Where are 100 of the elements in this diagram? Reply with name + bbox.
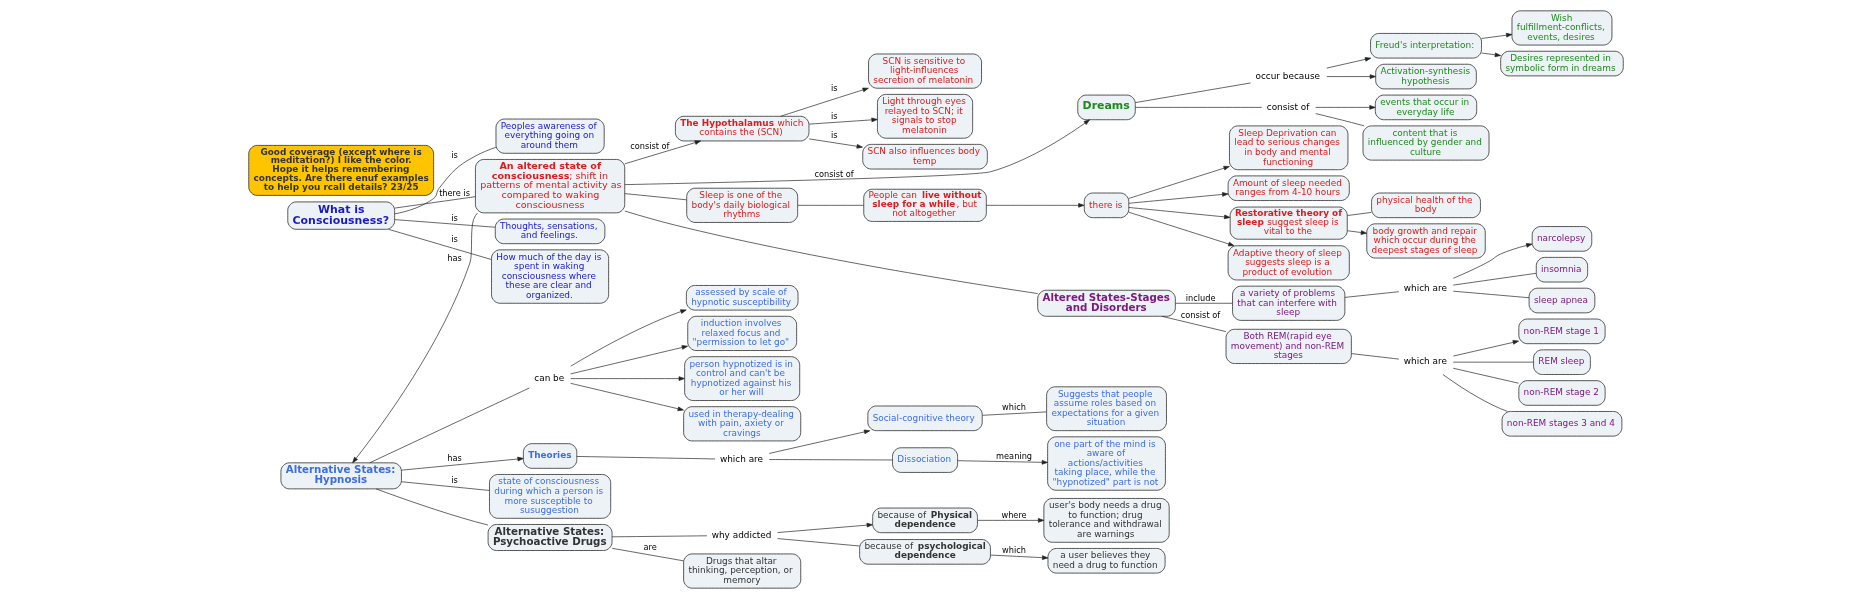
node-box: assessed by scale of hypnotic susceptibility [686, 285, 799, 311]
connector [611, 535, 708, 538]
edge-label: which [1002, 401, 1027, 412]
node-box: Both REM(rapid eye movement) and non-REM stages [1225, 328, 1352, 364]
node-box: because of psychological dependence [859, 539, 991, 565]
node-box: events that occur in everyday life [1374, 94, 1478, 121]
arrow [570, 309, 687, 367]
node-box: user's body needs a drug to function; drug tolerance and withdrawal are warnings [1043, 498, 1170, 543]
node-text: occur because [1255, 70, 1321, 81]
node-box: non-REM stage 1 [1518, 318, 1606, 345]
node-text: which are [1403, 356, 1447, 367]
node-text: which are [719, 453, 764, 464]
arrow [808, 117, 878, 125]
node-box: one part of the mind is aware of actions/activities taking place, while the "hypnotized" part is not [1047, 436, 1166, 491]
arrow [1347, 230, 1367, 235]
node-box: Peoples awareness of everything going on around them [495, 118, 605, 154]
connector [388, 229, 492, 260]
node-box: Light through eyes relayed to SCN; it signals to stop melatonin [877, 94, 973, 139]
edge-label: which [1002, 544, 1027, 555]
node-box: Amount of sleep needed ranges from 4-10 hours [1227, 175, 1350, 201]
edge-label: are [643, 541, 657, 552]
arrow [777, 522, 873, 533]
connector [401, 481, 490, 491]
arrow [780, 87, 869, 117]
connector [394, 147, 497, 215]
node-box: narcolepsy [1531, 226, 1593, 252]
arrow [990, 554, 1049, 560]
node-box: Freud's interpretation: [1370, 33, 1482, 59]
connector [1452, 361, 1534, 363]
arrow [1452, 340, 1519, 357]
edge-label: there is [439, 188, 471, 199]
node-box: sleep apnea [1528, 287, 1596, 314]
edge-label: is [831, 129, 838, 140]
edge-label: is [831, 82, 838, 93]
connector [982, 411, 1047, 416]
connector [394, 219, 496, 228]
node-box: An altered state of consciousness; shift in patterns of mental activity as compared to waking consciousness [475, 159, 626, 214]
edge-label: meaning [996, 451, 1033, 462]
node-box: person hypnotized is in control and can't be hypnotized against his or her will [684, 356, 801, 401]
connector [624, 210, 1038, 294]
node-box: non-REM stages 3 and 4 [1501, 411, 1623, 437]
edge-label: include [1185, 292, 1216, 303]
connector [1347, 212, 1372, 216]
node-box: content that is influenced by gender and culture [1362, 125, 1490, 161]
node-box: Sleep Deprivation can lead to serious changes in body and mental functioning [1229, 125, 1349, 171]
node-box: a variety of problems that can interfere with sleep [1232, 285, 1346, 321]
node-box: used in therapy-dealing with pain, axiety or cravings [683, 406, 802, 442]
node-box: Restorative theory of sleep suggest sleep is vital to the [1229, 206, 1348, 240]
connector [369, 387, 530, 464]
node-box: Alternative States: Psychoactive Drugs [487, 524, 613, 551]
edge-label: consist of [1180, 310, 1221, 321]
node-box: Desires represented in symbolic form in dreams [1500, 50, 1624, 77]
arrow [352, 212, 478, 463]
node-box: How much of the day is spent in waking consciousness where these are clear and organized. [491, 249, 609, 304]
edge-label: is [451, 149, 458, 160]
node-box: Dreams [1077, 94, 1136, 121]
arrow [1326, 74, 1376, 79]
arrow [1315, 105, 1376, 110]
node-box: Suggests that people assume roles based on expectations for a given situation [1046, 386, 1167, 432]
arrow [570, 382, 684, 411]
arrow [1326, 57, 1372, 69]
edge-label: has [447, 252, 462, 263]
connector [768, 459, 893, 461]
arrow [1128, 211, 1235, 247]
node-box: insomnia [1535, 257, 1589, 283]
arrow [808, 138, 863, 149]
edge-label: is [451, 212, 458, 223]
node-box: Thoughts, sensations, and feelings. [494, 218, 606, 245]
connector [1175, 302, 1233, 304]
connector [624, 193, 687, 201]
edge-label: is [451, 475, 458, 486]
node-box: Social-cognitive theory [867, 405, 983, 432]
node-box: a user believes they need a drug to function [1047, 548, 1166, 574]
node-box: SCN also influences body temp [862, 144, 988, 170]
connector [1135, 107, 1263, 108]
connector [1315, 113, 1365, 127]
node-box: Alternative States: Hypnosis [280, 462, 402, 490]
arrow [570, 376, 685, 381]
node-box: state of consciousness during which a person is more susceptible to susuggestion [489, 474, 612, 519]
edge-label: is [451, 234, 458, 245]
arrow [624, 140, 701, 165]
node-box: REM sleep [1533, 349, 1591, 375]
node-box: People can live without sleep for a while, but not altogether [863, 188, 987, 222]
edge-label: consist of [814, 168, 854, 179]
node-box: Sleep is one of the body's daily biological rhythms [686, 187, 799, 223]
node-text: can be [534, 372, 565, 383]
connector [394, 196, 476, 209]
edge-label: is [831, 111, 838, 122]
arrow [986, 203, 1085, 208]
arrow [977, 518, 1045, 523]
edge-label: where [1001, 510, 1027, 521]
connector [1442, 374, 1508, 412]
node-box: Activation-synthesis hypothesis [1375, 63, 1477, 90]
connector [375, 488, 489, 526]
arrow [957, 460, 1048, 465]
node-box: Wish fulfillment-conflicts, events, desires [1511, 10, 1613, 46]
connector [1135, 82, 1251, 103]
node-text: which are [1403, 283, 1447, 294]
node-box: Adaptive theory of sleep suggests sleep is a product of evolution [1227, 245, 1350, 281]
edge-label: has [447, 453, 462, 464]
